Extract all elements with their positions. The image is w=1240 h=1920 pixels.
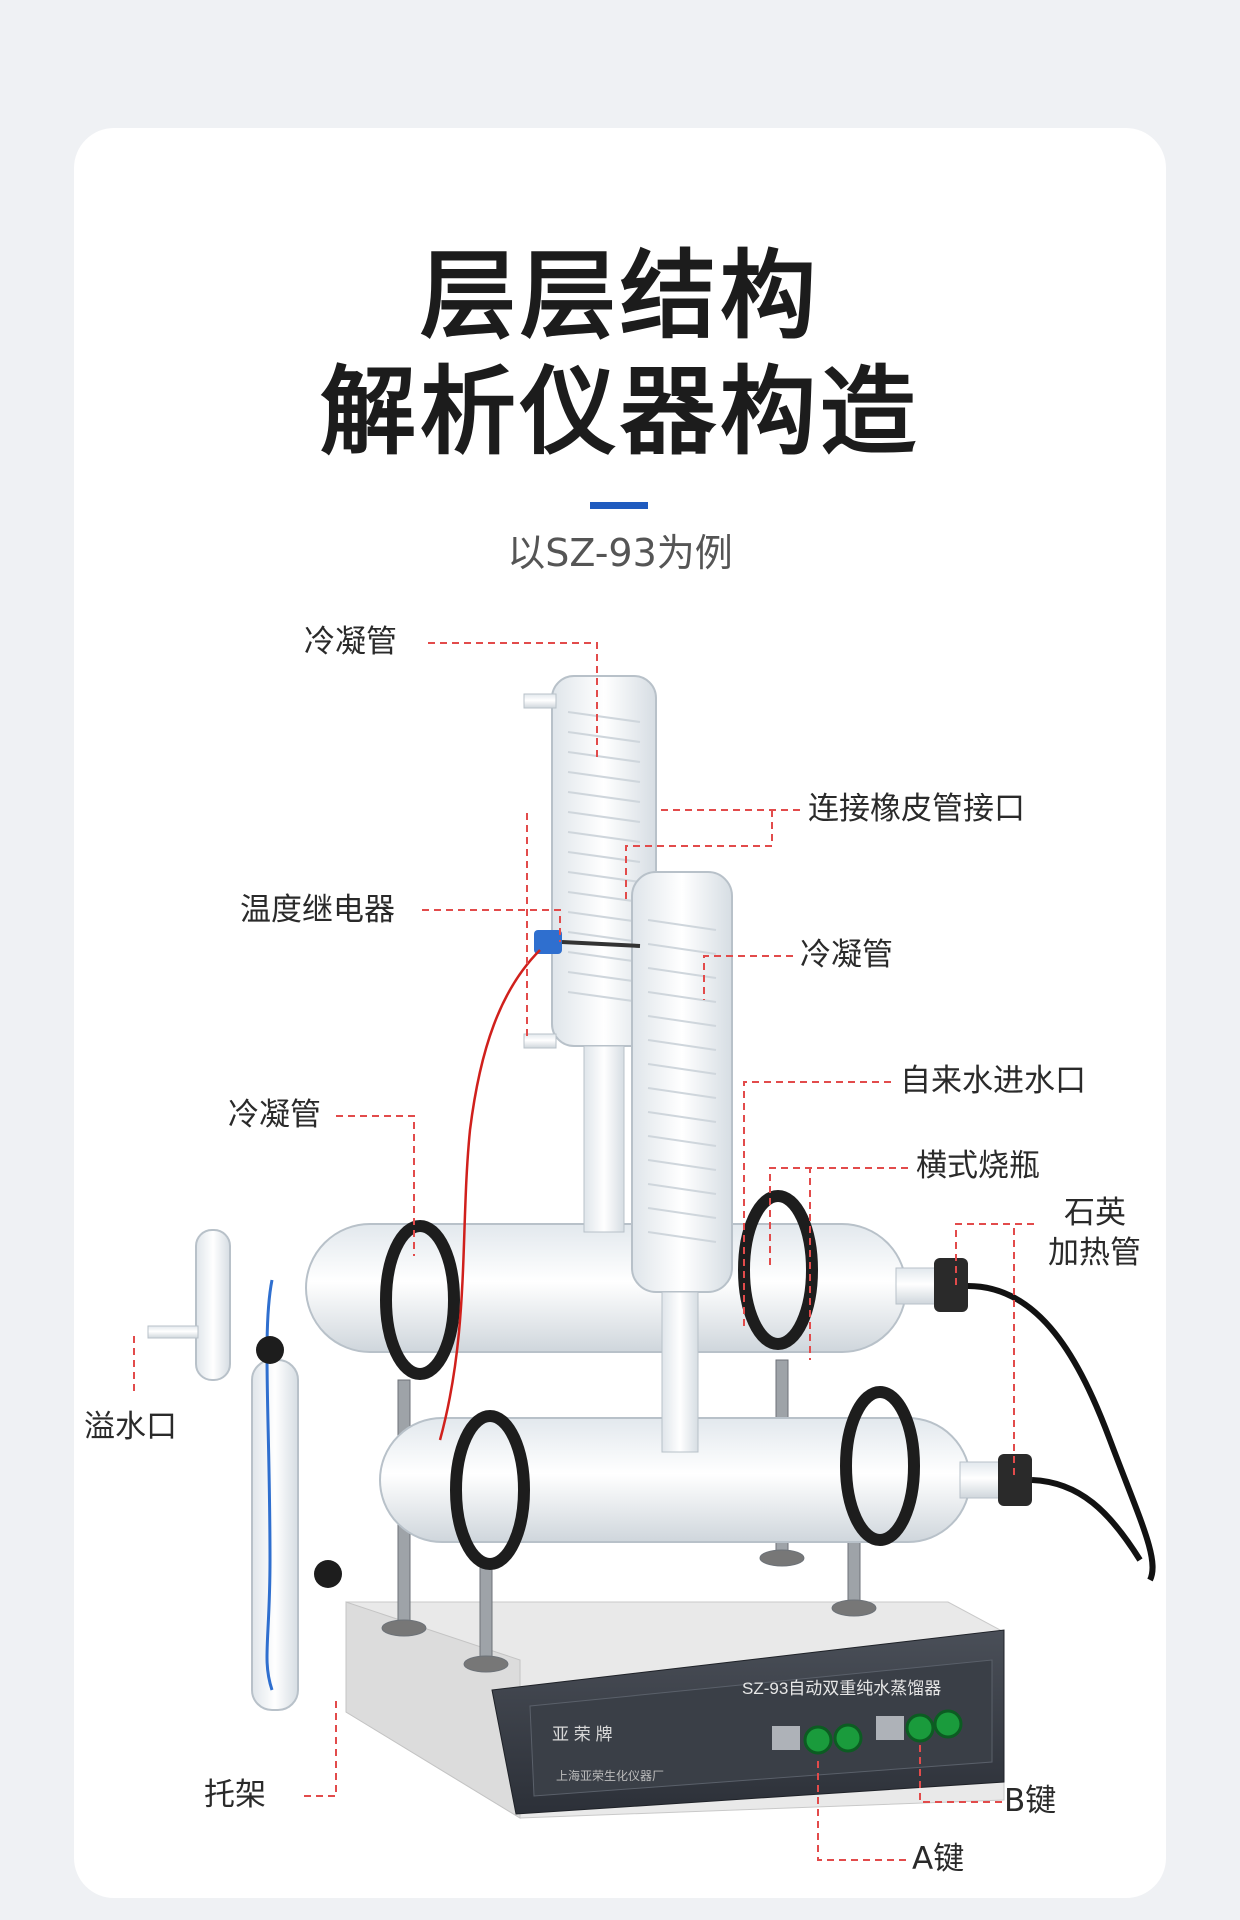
lower-flask: [379, 1417, 1032, 1543]
label-rubber-tube-port: 连接橡皮管接口: [808, 791, 1025, 827]
control-panel: SZ-93自动双重纯水蒸馏器 亚 荣 牌 上海亚荣生化仪器厂: [529, 1659, 993, 1797]
label-condenser-left: 冷凝管: [228, 1097, 321, 1133]
title-accent-bar: [590, 502, 648, 509]
label-quartz-heater-line1: 石英: [1064, 1195, 1126, 1231]
switch-a2-button[interactable]: [833, 1723, 863, 1753]
page-subtitle: 以SZ-93为例: [507, 531, 733, 575]
page-title-line1: 层层结构: [420, 240, 820, 352]
switch-a-group: [803, 1723, 863, 1755]
manufacturer-text: 上海亚荣生化仪器厂: [556, 1768, 664, 1783]
collector-tube: [251, 1279, 342, 1711]
label-a-key: A键: [912, 1841, 965, 1877]
tall-condenser: [523, 675, 657, 1233]
label-horizontal-flask: 横式烧瓶: [916, 1148, 1040, 1184]
power-cables: [967, 1283, 1156, 1582]
brand-logo-text: 亚 荣 牌: [552, 1725, 612, 1744]
label-b-key: B键: [1004, 1783, 1057, 1819]
clamp-rings: [380, 1190, 920, 1570]
switch-b2-button[interactable]: [933, 1709, 963, 1739]
label-tap-water-inlet: 自来水进水口: [900, 1063, 1086, 1099]
leader-lines: [133, 642, 1034, 1861]
overflow-tube: [147, 1229, 231, 1381]
relay-wire: [438, 949, 541, 1441]
panel-title: SZ-93自动双重纯水蒸馏器: [742, 1679, 941, 1698]
switch-a-button[interactable]: [803, 1725, 833, 1755]
label-quartz-heater-line2: 加热管: [1048, 1235, 1141, 1271]
label-overflow-port: 溢水口: [84, 1409, 177, 1445]
switch-b-button[interactable]: [905, 1713, 935, 1743]
switch-b-group: [905, 1709, 963, 1743]
short-condenser: [631, 871, 733, 1453]
label-bracket: 托架: [204, 1777, 266, 1813]
label-condenser-top: 冷凝管: [304, 624, 397, 660]
page-title-line2: 解析仪器构造: [320, 356, 920, 468]
label-condenser-right: 冷凝管: [800, 937, 893, 973]
label-temperature-relay: 温度继电器: [240, 892, 395, 928]
temperature-relay-part: [534, 930, 641, 954]
